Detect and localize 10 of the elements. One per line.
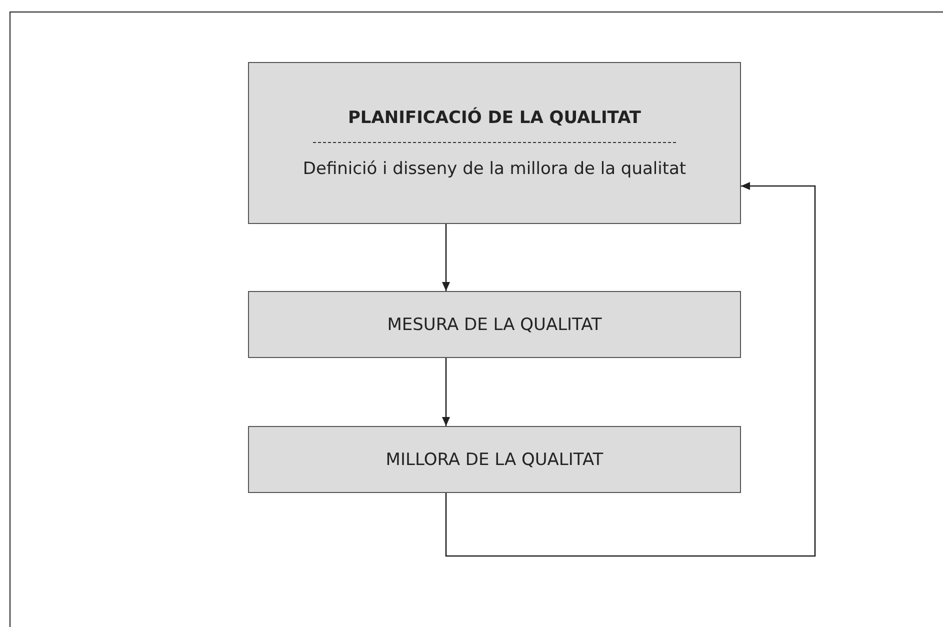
box-title: PLANIFICACIÓ DE LA QUALITAT [348, 108, 642, 128]
box-title: MILLORA DE LA QUALITAT [386, 450, 604, 470]
box-description: Definició i disseny de la millora de la qualitat [302, 158, 686, 178]
arrow [442, 358, 450, 426]
arrow [442, 224, 450, 291]
process-box [248, 291, 741, 358]
process-box [248, 426, 741, 493]
box-title: MESURA DE LA QUALITAT [387, 314, 602, 334]
arrow [445, 182, 816, 557]
process-box [248, 62, 741, 224]
